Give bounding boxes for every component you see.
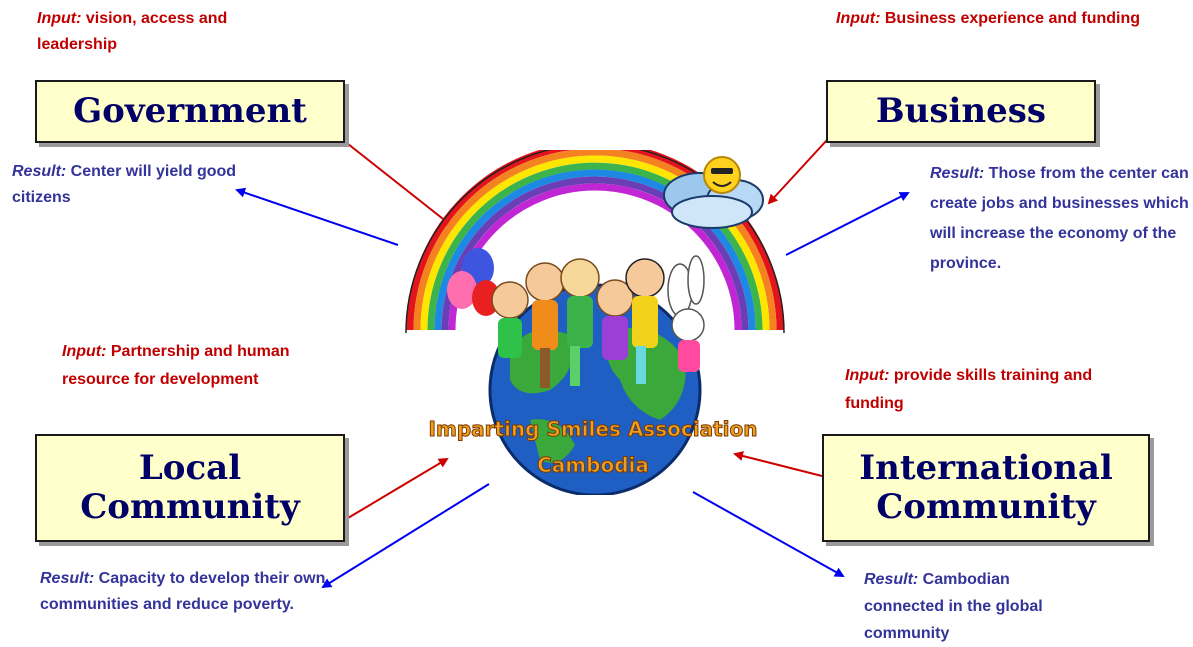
input-label: Input: xyxy=(37,10,82,27)
government-result-note: Result: Center will yield good citizens xyxy=(12,159,252,211)
result-text: Capacity to develop their own communitie… xyxy=(40,570,326,613)
government-title: Government xyxy=(73,90,307,131)
result-label: Result: xyxy=(12,163,67,180)
local-result-note: Result: Capacity to develop their own co… xyxy=(40,566,330,618)
government-box: Government xyxy=(35,80,345,143)
international-community-box: International Community xyxy=(822,434,1150,542)
input-text: Business experience and funding xyxy=(880,10,1141,27)
logo-line2: Cambodia xyxy=(537,453,649,477)
government-input-note: Input: vision, access and leadership xyxy=(37,6,267,58)
business-box: Business xyxy=(826,80,1096,143)
arrow-local-result xyxy=(321,483,490,589)
children-icon xyxy=(491,258,665,388)
input-text: provide skills training and funding xyxy=(845,367,1093,412)
input-label: Input: xyxy=(62,343,107,360)
input-text: Partnership and human resource for devel… xyxy=(62,343,290,388)
arrow-government-input xyxy=(342,139,454,228)
local-community-box: Local Community xyxy=(35,434,345,542)
result-label: Result: xyxy=(864,571,919,588)
business-title: Business xyxy=(875,90,1047,131)
result-label: Result: xyxy=(930,165,985,182)
international-result-note: Result: Cambodian connected in the globa… xyxy=(864,566,1094,647)
business-result-note: Result: Those from the center can create… xyxy=(930,159,1192,279)
bunny-icon xyxy=(667,255,705,372)
international-title-line1: International xyxy=(859,447,1113,488)
result-text: Center will yield good citizens xyxy=(12,163,237,206)
logo-line1: Imparting Smiles Association xyxy=(429,417,758,441)
result-label: Result: xyxy=(40,570,95,587)
result-text: Those from the center can create jobs an… xyxy=(930,165,1189,272)
international-input-note: Input: provide skills training and fundi… xyxy=(845,362,1115,418)
local-title-line2: Community xyxy=(80,487,300,527)
sun-icon xyxy=(703,156,741,194)
arrow-business-input xyxy=(767,139,828,205)
input-label: Input: xyxy=(836,10,881,27)
arrow-government-result xyxy=(235,187,399,246)
arrow-international-input xyxy=(733,451,823,477)
arrow-international-result xyxy=(692,491,845,577)
input-label: Input: xyxy=(845,367,890,384)
result-text: Cambodian connected in the global commun… xyxy=(864,571,1043,642)
balloons-icon xyxy=(447,248,500,316)
local-input-note: Input: Partnership and human resource fo… xyxy=(62,338,312,394)
local-title-line1: Local xyxy=(138,447,242,488)
imparting-smiles-logo: Imparting Smiles Association Cambodia xyxy=(405,150,785,495)
arrow-local-input xyxy=(342,457,449,522)
input-text: vision, access and leadership xyxy=(37,10,228,53)
arrow-business-result xyxy=(785,192,910,256)
international-title-line2: Community xyxy=(876,487,1096,527)
business-input-note: Input: Business experience and funding xyxy=(836,6,1156,32)
